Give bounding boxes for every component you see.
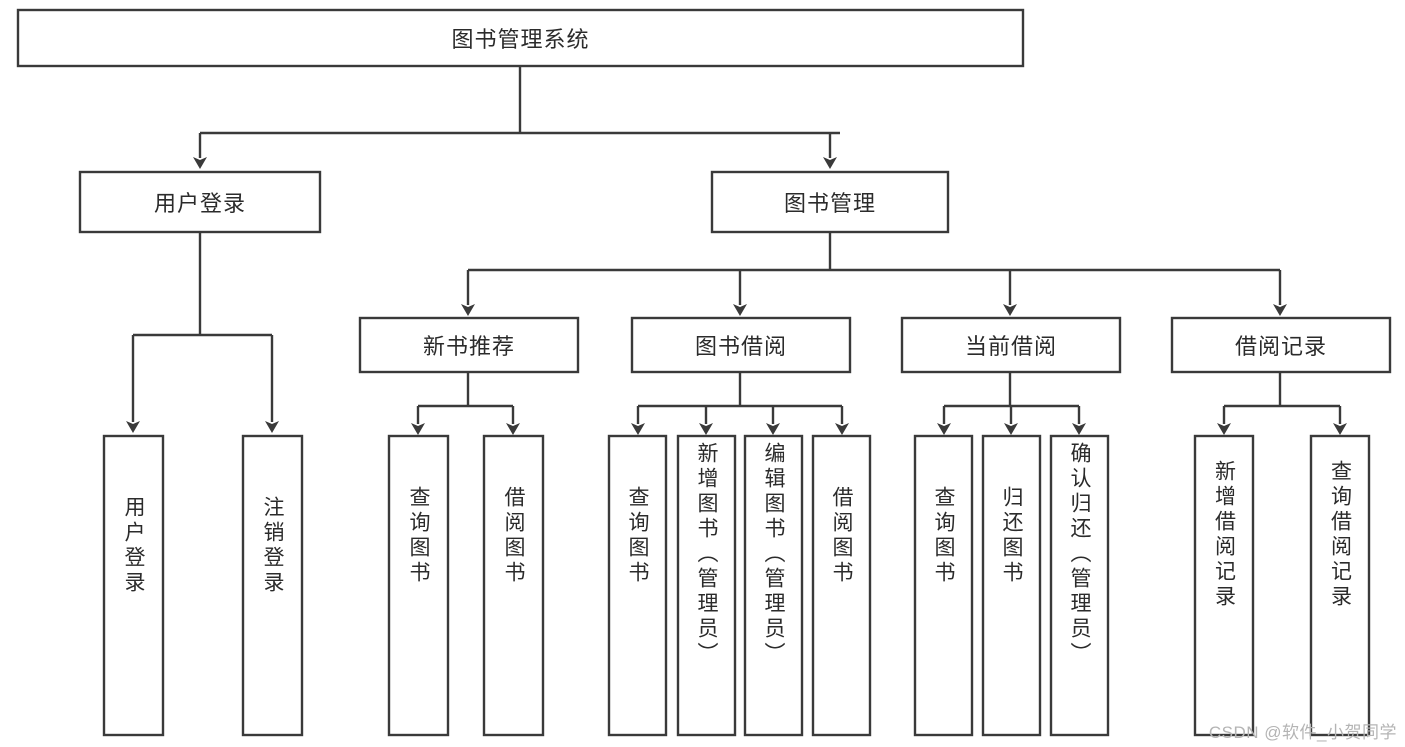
node-leaf-current-confirm[interactable] <box>1049 434 1110 737</box>
node-leaf-user-logout[interactable] <box>241 434 304 737</box>
node-book-manage[interactable] <box>710 170 950 234</box>
node-leaf-borrow-query[interactable] <box>607 434 668 737</box>
node-leaf-current-query[interactable] <box>913 434 974 737</box>
node-current-borrow[interactable] <box>900 316 1122 374</box>
node-leaf-borrow-add[interactable] <box>676 434 737 737</box>
connector-borrowrecord-to-leaves <box>1217 372 1347 435</box>
node-leaf-record-add[interactable] <box>1193 434 1255 737</box>
connector-currentborrow-to-leaves <box>937 372 1086 435</box>
node-leaf-rec-borrow[interactable] <box>482 434 545 737</box>
connector-newbook-to-leaves <box>411 372 520 435</box>
connector-bookmanage-to-level2 <box>461 232 1287 316</box>
connector-bookborrow-to-leaves <box>631 372 849 435</box>
connector-userlogin-to-leaves <box>126 232 279 433</box>
node-user-login[interactable] <box>78 170 322 234</box>
node-root[interactable] <box>16 8 1025 68</box>
node-new-book-rec[interactable] <box>358 316 580 374</box>
node-leaf-current-return[interactable] <box>981 434 1042 737</box>
node-borrow-record[interactable] <box>1170 316 1392 374</box>
watermark-text: CSDN @软件_小贺同学 <box>1208 723 1397 742</box>
node-leaf-borrow-lend[interactable] <box>811 434 872 737</box>
connector-root-to-level1 <box>193 66 840 169</box>
node-leaf-rec-query[interactable] <box>387 434 450 737</box>
node-leaf-borrow-edit[interactable] <box>743 434 804 737</box>
node-leaf-user-login[interactable] <box>102 434 165 737</box>
node-book-borrow[interactable] <box>630 316 852 374</box>
node-leaf-record-query[interactable] <box>1309 434 1371 737</box>
